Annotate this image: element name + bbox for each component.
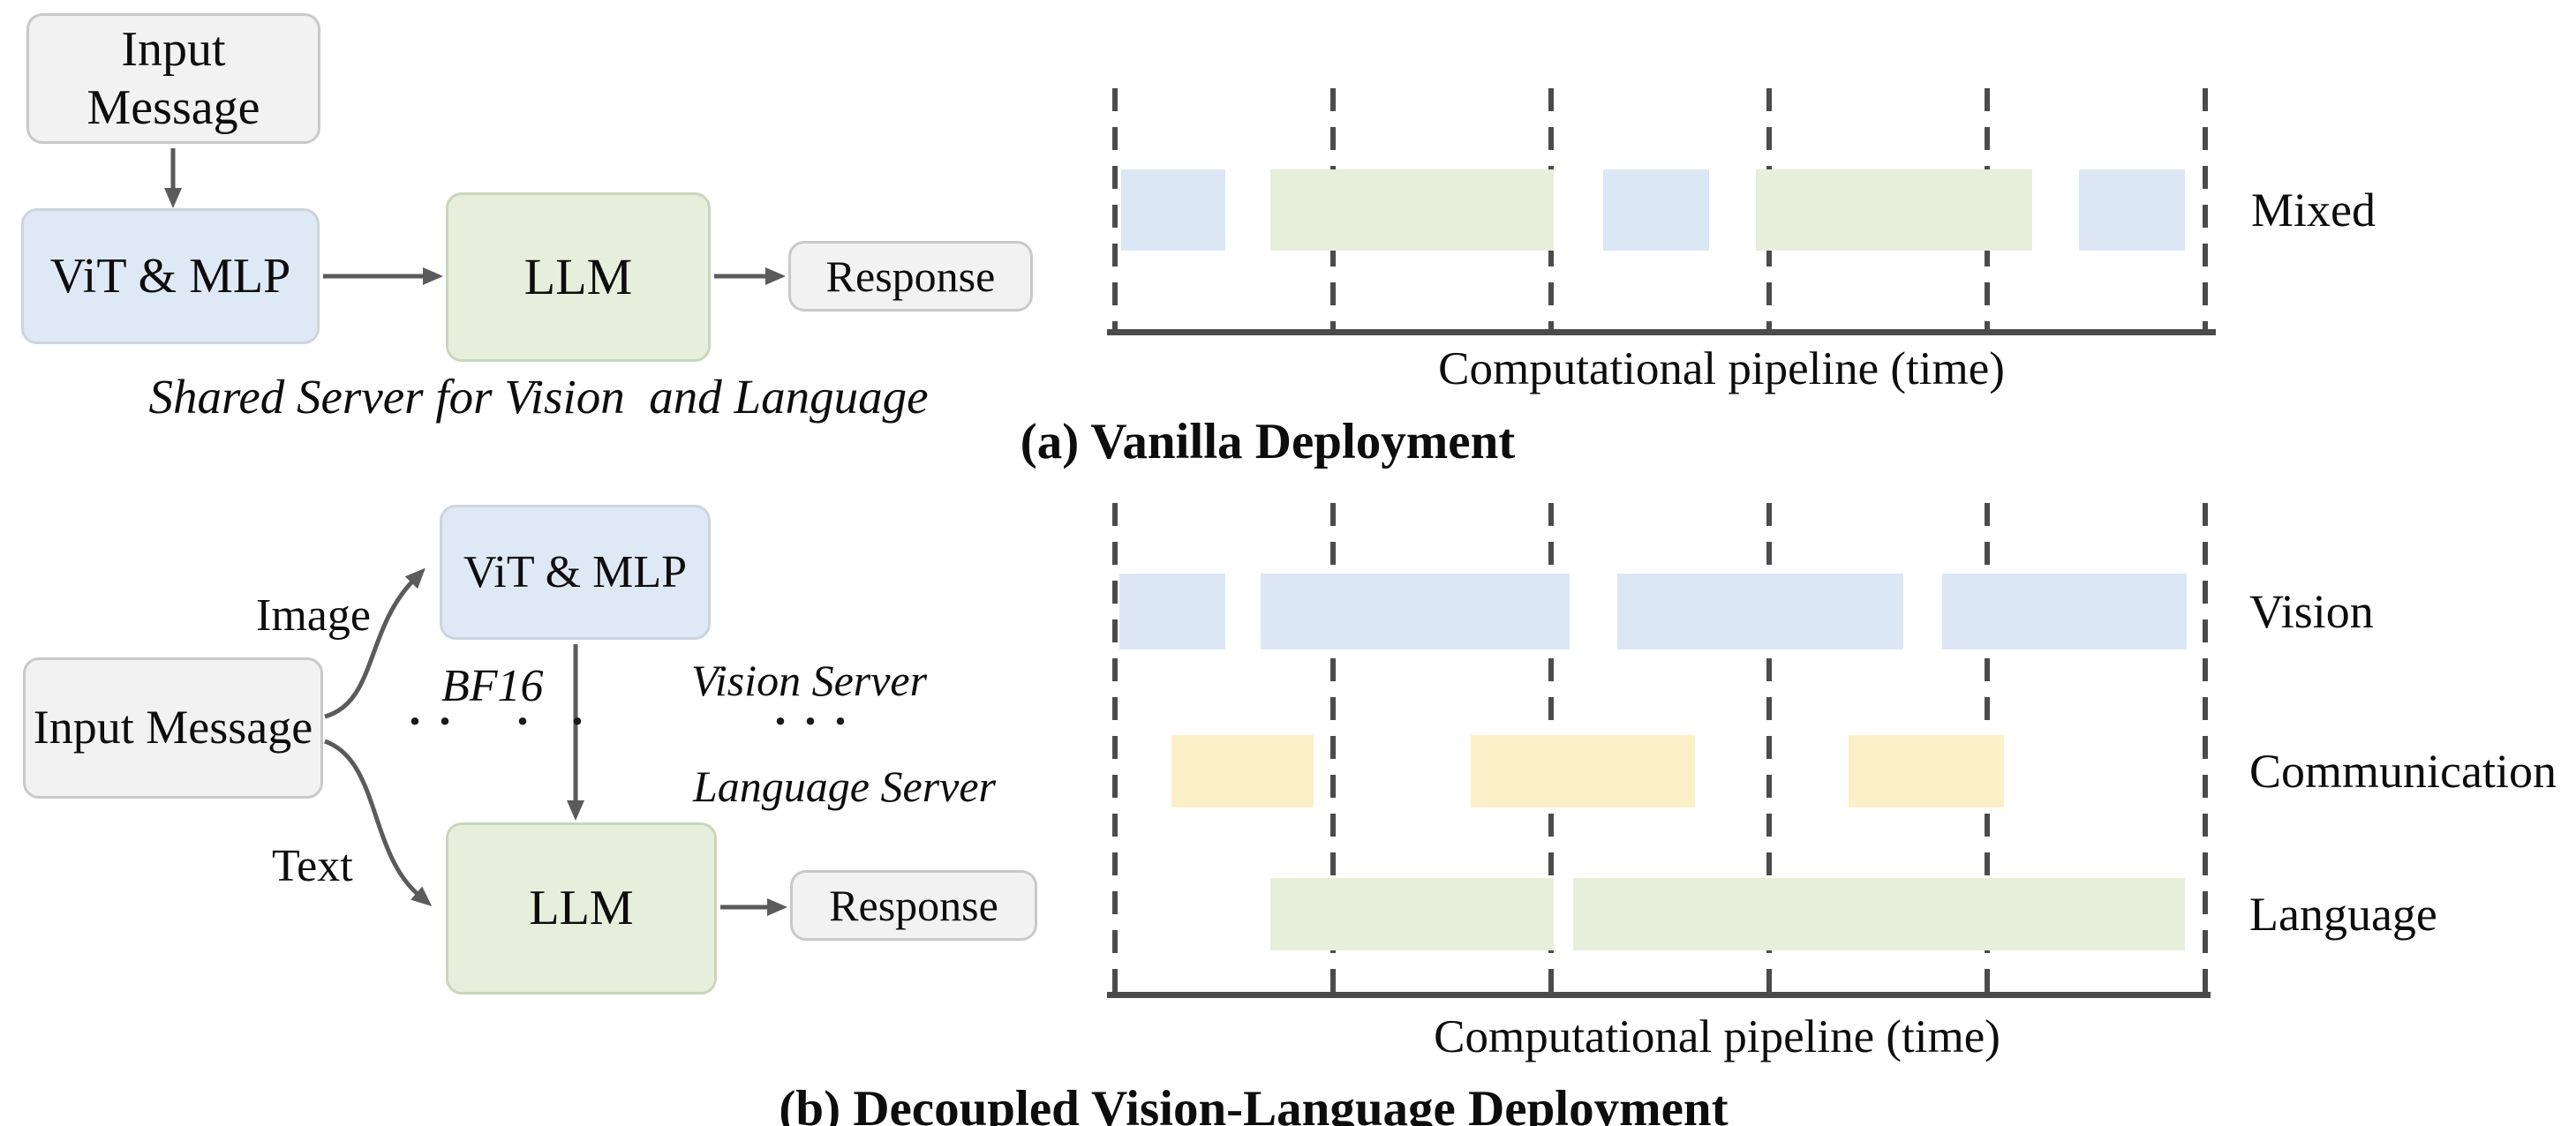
input-message-box-a: Input Message [26, 13, 320, 144]
timeline-b-vision-block-3 [1617, 574, 1903, 649]
timeline-a-axis-label: Computational pipeline (time) [1438, 343, 2005, 394]
timeline-b-language-block-1 [1270, 878, 1554, 950]
timeline-b-vision-block-2 [1261, 574, 1570, 649]
language-server-label: Language Server [693, 762, 996, 811]
timeline-a-gridline-6 [2203, 88, 2208, 329]
response-label-a: Response [825, 251, 996, 301]
timeline-b-gridline-1 [1112, 503, 1118, 992]
timeline-a-baseline [1107, 329, 2216, 335]
timeline-b-vision-block-4 [1942, 574, 2187, 649]
llm-label-b: LLM [529, 881, 634, 936]
response-label-b: Response [829, 880, 998, 930]
timeline-b-gridline-4 [1766, 503, 1772, 992]
timeline-a-mixed-block-5 [2079, 169, 2185, 251]
divider-dots-left: ·· [404, 685, 464, 756]
timeline-b-row-label-vision: Vision [2249, 585, 2374, 638]
timeline-a-mixed-block-2 [1270, 169, 1554, 251]
vit-mlp-label-b: ViT & MLP [463, 546, 688, 597]
vit-mlp-box-a: ViT & MLP [21, 208, 320, 344]
timeline-b-communication-block-2 [1471, 735, 1695, 807]
shared-server-note: Shared Server for Vision and Language [148, 370, 929, 424]
caption-b: (b) Decoupled Vision-Language Deployment [779, 1081, 1729, 1126]
timeline-a-gridline-1 [1112, 88, 1118, 329]
caption-a: (a) Vanilla Deployment [1020, 414, 1516, 469]
timeline-b-gridline-6 [2203, 503, 2208, 992]
timeline-b-language-block-2 [1573, 878, 2185, 950]
input-message-box-b: Input Message [23, 657, 323, 799]
timeline-b-communication-block-3 [1849, 735, 2004, 807]
response-box-b: Response [790, 870, 1037, 941]
timeline-a-mixed-block-4 [1756, 169, 2032, 251]
timeline-b-baseline [1107, 992, 2211, 998]
llm-box-a: LLM [446, 192, 711, 362]
timeline-b-communication-block-1 [1171, 735, 1314, 807]
timeline-a-mixed-block-1 [1121, 169, 1225, 251]
input-message-label-b: Input Message [33, 701, 313, 754]
timeline-b-row-label-communication: Communication [2249, 745, 2557, 798]
text-edge-label: Text [272, 841, 353, 891]
timeline-a-row-label-mixed: Mixed [2251, 184, 2376, 236]
timeline-b-gridline-2 [1330, 503, 1336, 992]
vit-mlp-label-a: ViT & MLP [49, 248, 291, 304]
vision-server-label: Vision Server [691, 656, 928, 705]
timeline-b-row-label-language: Language [2249, 888, 2437, 941]
llm-label-a: LLM [523, 247, 633, 305]
input-message-label-a: Input Message [87, 21, 260, 135]
timeline-a-mixed-block-3 [1603, 169, 1709, 251]
image-edge-label: Image [256, 590, 371, 641]
divider-dots-right: ··· [770, 685, 860, 756]
divider-dots-mid: · · [512, 685, 597, 756]
llm-box-b: LLM [446, 822, 717, 995]
bf16-label: BF16 [441, 661, 544, 711]
timeline-b-axis-label: Computational pipeline (time) [1434, 1011, 2000, 1062]
response-box-a: Response [788, 241, 1033, 312]
timeline-b-vision-block-1 [1119, 574, 1225, 649]
vit-mlp-box-b: ViT & MLP [440, 505, 711, 640]
